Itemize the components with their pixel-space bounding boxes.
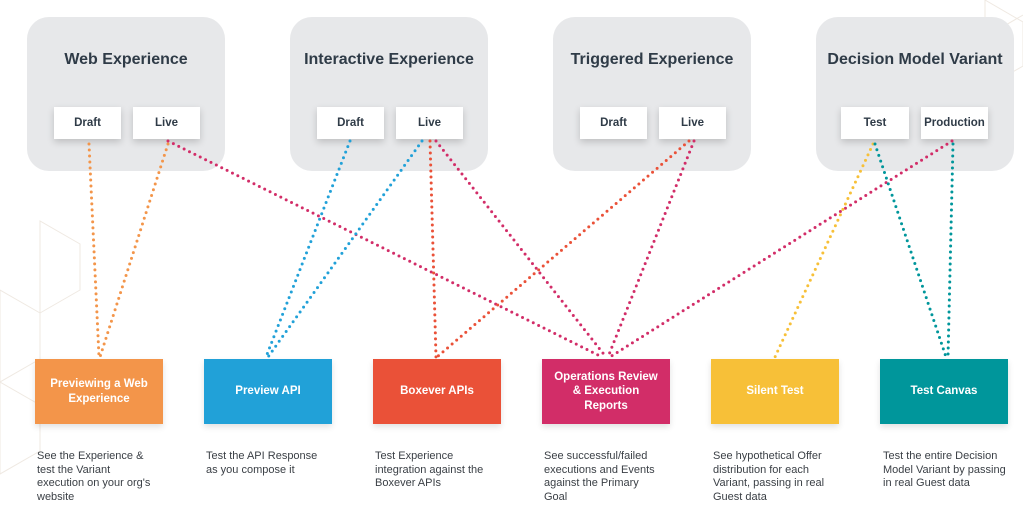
tool-previewing-web-experience: Previewing a Web Experience bbox=[35, 359, 163, 424]
panel-interactive-experience: Interactive Experience bbox=[290, 17, 488, 171]
connector-decision-test-canvas bbox=[873, 142, 948, 359]
state-decision-test: Test bbox=[841, 107, 909, 139]
connector-decision-production-operations bbox=[608, 139, 954, 359]
panel-triggered-experience: Triggered Experience bbox=[553, 17, 751, 171]
state-interactive-live: Live bbox=[396, 107, 463, 139]
tool-test-canvas: Test Canvas bbox=[880, 359, 1008, 424]
description-previewing-web-experience: See the Experience & test the Variant ex… bbox=[37, 450, 151, 503]
connector-triggered-live-operations bbox=[606, 139, 696, 359]
state-interactive-draft: Draft bbox=[317, 107, 384, 139]
panel-title: Web Experience bbox=[64, 51, 188, 68]
tool-operations-review: Operations Review & Execution Reports bbox=[542, 359, 670, 424]
tool-silent-test: Silent Test bbox=[711, 359, 839, 424]
connector-web-live-previewing bbox=[98, 142, 170, 359]
connector-decision-production-canvas bbox=[946, 142, 955, 359]
state-triggered-draft: Draft bbox=[580, 107, 647, 139]
description-boxever-apis: Test Experience integration against the … bbox=[375, 450, 484, 489]
state-triggered-live: Live bbox=[659, 107, 726, 139]
connector-interactive-draft-preview-api bbox=[264, 139, 352, 359]
tool-preview-api: Preview API bbox=[204, 359, 332, 424]
panel-title: Interactive Experience bbox=[304, 51, 474, 68]
panel-title: Decision Model Variant bbox=[827, 51, 1003, 68]
state-decision-production: Production bbox=[921, 107, 988, 139]
connector-web-live-operations bbox=[166, 139, 604, 359]
panel-web-experience: Web Experience bbox=[27, 17, 225, 171]
state-web-draft: Draft bbox=[54, 107, 121, 139]
tool-boxever-apis: Boxever APIs bbox=[373, 359, 501, 424]
description-silent-test: See hypothetical Offer distribution for … bbox=[713, 450, 825, 503]
panel-title: Triggered Experience bbox=[570, 51, 734, 68]
connector-triggered-live-boxever bbox=[435, 139, 691, 359]
connector-web-draft-previewing bbox=[87, 142, 101, 359]
connector-interactive-live-operations bbox=[434, 139, 608, 359]
connector-interactive-live-preview-api bbox=[266, 139, 424, 359]
connector-interactive-live-boxever bbox=[428, 139, 438, 359]
state-web-live: Live bbox=[133, 107, 200, 139]
description-preview-api: Test the API Response as you compose it bbox=[206, 450, 318, 476]
panel-decision-model-variant: Decision Model Variant bbox=[816, 17, 1014, 171]
description-operations-review: See successful/failed executions and Eve… bbox=[544, 450, 655, 503]
connector-decision-test-silent bbox=[773, 142, 875, 359]
description-test-canvas: Test the entire Decision Model Variant b… bbox=[883, 450, 1006, 489]
